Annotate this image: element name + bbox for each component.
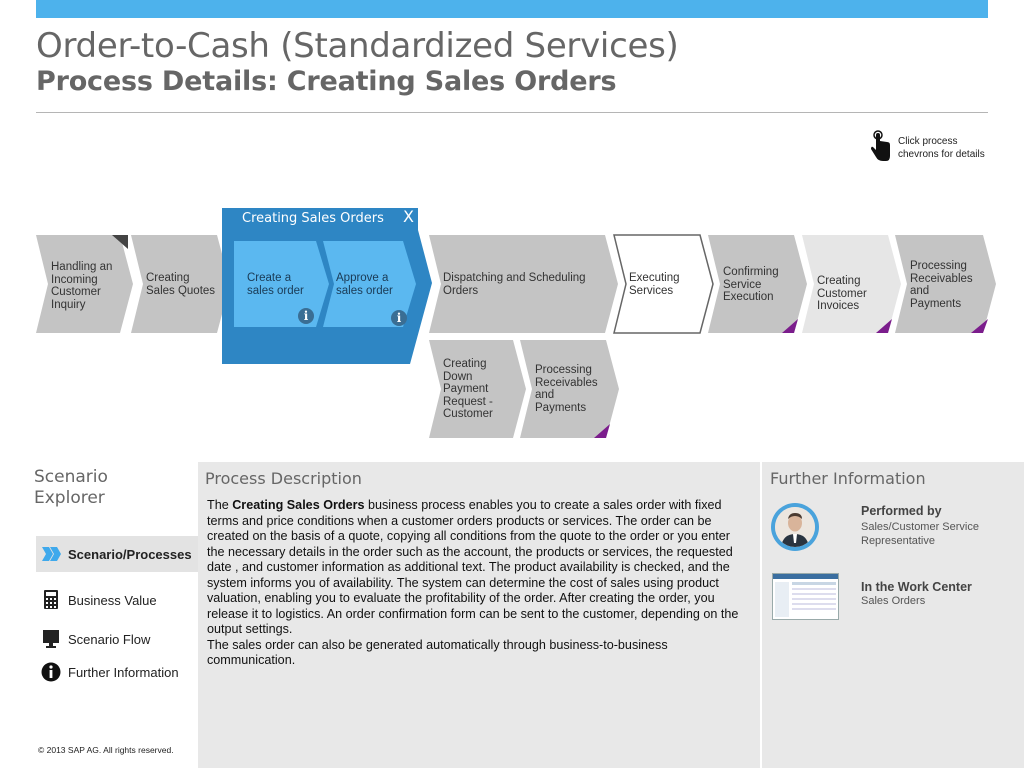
desc-bold-process-name: Creating Sales Orders [232, 498, 365, 512]
expanded-group-title: Creating Sales Orders [242, 211, 384, 226]
chevron-label: Confirming Service Execution [723, 266, 779, 303]
chevron-handling-inquiry[interactable]: Handling an Incoming Customer Inquiry [36, 235, 134, 334]
nav-label: Business Value [68, 592, 157, 608]
chevron-label: Approve a sales order [336, 272, 393, 297]
info-icon[interactable]: i [298, 308, 314, 324]
close-icon[interactable]: X [403, 207, 414, 226]
chevron-shape [234, 241, 329, 327]
chevron-branch-receivables[interactable]: Processing Receivables and Payments [520, 340, 620, 439]
nav-business-value[interactable]: Business Value [36, 582, 198, 618]
hand-pointer-icon [871, 130, 890, 161]
calculator-icon [44, 590, 58, 609]
nav-label: Scenario Flow [68, 631, 151, 647]
chevron-create-sales-order[interactable]: Create a sales order i [234, 241, 330, 328]
process-flow: Handling an Incoming Customer Inquiry Cr… [36, 207, 997, 439]
chevron-approve-sales-order[interactable]: Approve a sales order i [323, 241, 417, 328]
chevron-shape [429, 235, 618, 333]
performed-by-value: Sales/Customer Service Representative [861, 521, 979, 547]
nav-further-information[interactable]: Further Information [36, 654, 198, 690]
process-description-panel [198, 462, 760, 768]
chevron-label: Executing Services [629, 272, 680, 297]
nav-scenario-flow[interactable]: Scenario Flow [36, 621, 198, 657]
performed-by-label: Performed by [861, 504, 942, 518]
chevron-label: Creating Customer Invoices [817, 275, 867, 312]
process-description-text: The Creating Sales Orders business proce… [207, 498, 747, 669]
process-description-heading: Process Description [205, 469, 362, 488]
chevron-shape [708, 235, 807, 333]
chevron-processing-receivables[interactable]: Processing Receivables and Payments [895, 235, 997, 334]
nav-label: Scenario/Processes [68, 546, 192, 562]
chevron-label: Create a sales order [247, 272, 304, 297]
nav-label: Further Information [68, 664, 179, 680]
click-hint-text: Click process chevrons for details [898, 136, 985, 160]
work-center-value[interactable]: Sales Orders [861, 595, 926, 607]
info-icon[interactable]: i [391, 310, 407, 326]
chevron-shape [520, 340, 619, 438]
desc-intro: The [207, 498, 233, 512]
panel-divider [760, 470, 762, 756]
explorer-title: Scenario Explorer [34, 467, 108, 508]
page-subtitle: Process Details: Creating Sales Orders [36, 66, 617, 97]
copyright: © 2013 SAP AG. All rights reserved. [38, 745, 174, 755]
top-accent-bar [36, 0, 988, 18]
desc-body: business process enables you to create a… [207, 498, 739, 636]
chevron-shape [36, 235, 133, 333]
chevron-customer-invoices[interactable]: Creating Customer Invoices [802, 235, 902, 334]
person-silhouette [775, 507, 815, 547]
person-photo-icon [775, 507, 815, 547]
header-divider [36, 112, 988, 113]
info-icon [41, 662, 61, 682]
screenshot-thumbnail-icon [773, 574, 838, 617]
work-center-thumbnail[interactable] [772, 573, 839, 620]
chevron-label: Creating Sales Quotes [146, 272, 216, 297]
chevron-shape [323, 241, 416, 327]
chevron-shape [613, 234, 714, 334]
further-information-heading: Further Information [770, 469, 926, 488]
chevron-shape [429, 340, 526, 438]
chevron-label: Dispatching and Scheduling Orders [443, 272, 586, 297]
chevron-label: Handling an Incoming Customer Inquiry [51, 261, 113, 311]
click-hint: Click process chevrons for details [870, 130, 1000, 164]
chevron-executing-services[interactable]: Executing Services [613, 234, 714, 335]
desc-body-2: The sales order can also be generated au… [207, 637, 668, 668]
page-title: Order-to-Cash (Standardized Services) [36, 26, 679, 66]
chevron-label: Processing Receivables and Payments [535, 364, 598, 414]
chevron-label: Processing Receivables and Payments [910, 260, 973, 310]
monitor-icon [43, 630, 59, 648]
chevron-sales-quotes[interactable]: Creating Sales Quotes [131, 235, 231, 334]
avatar [771, 503, 819, 551]
chevron-confirming-service[interactable]: Confirming Service Execution [708, 235, 808, 334]
nav-scenario-processes[interactable]: Scenario/Processes [36, 536, 198, 572]
chevron-shape [895, 235, 996, 333]
chevron-down-payment-request[interactable]: Creating Down Payment Request - Customer [429, 340, 527, 439]
work-center-label: In the Work Center [861, 580, 972, 594]
chevron-shape [802, 235, 901, 333]
chevron-dispatching[interactable]: Dispatching and Scheduling Orders [429, 235, 619, 334]
chevron-label: Creating Down Payment Request - Customer [443, 358, 493, 420]
chevron-shape [131, 235, 230, 333]
chevrons-icon [42, 547, 61, 561]
